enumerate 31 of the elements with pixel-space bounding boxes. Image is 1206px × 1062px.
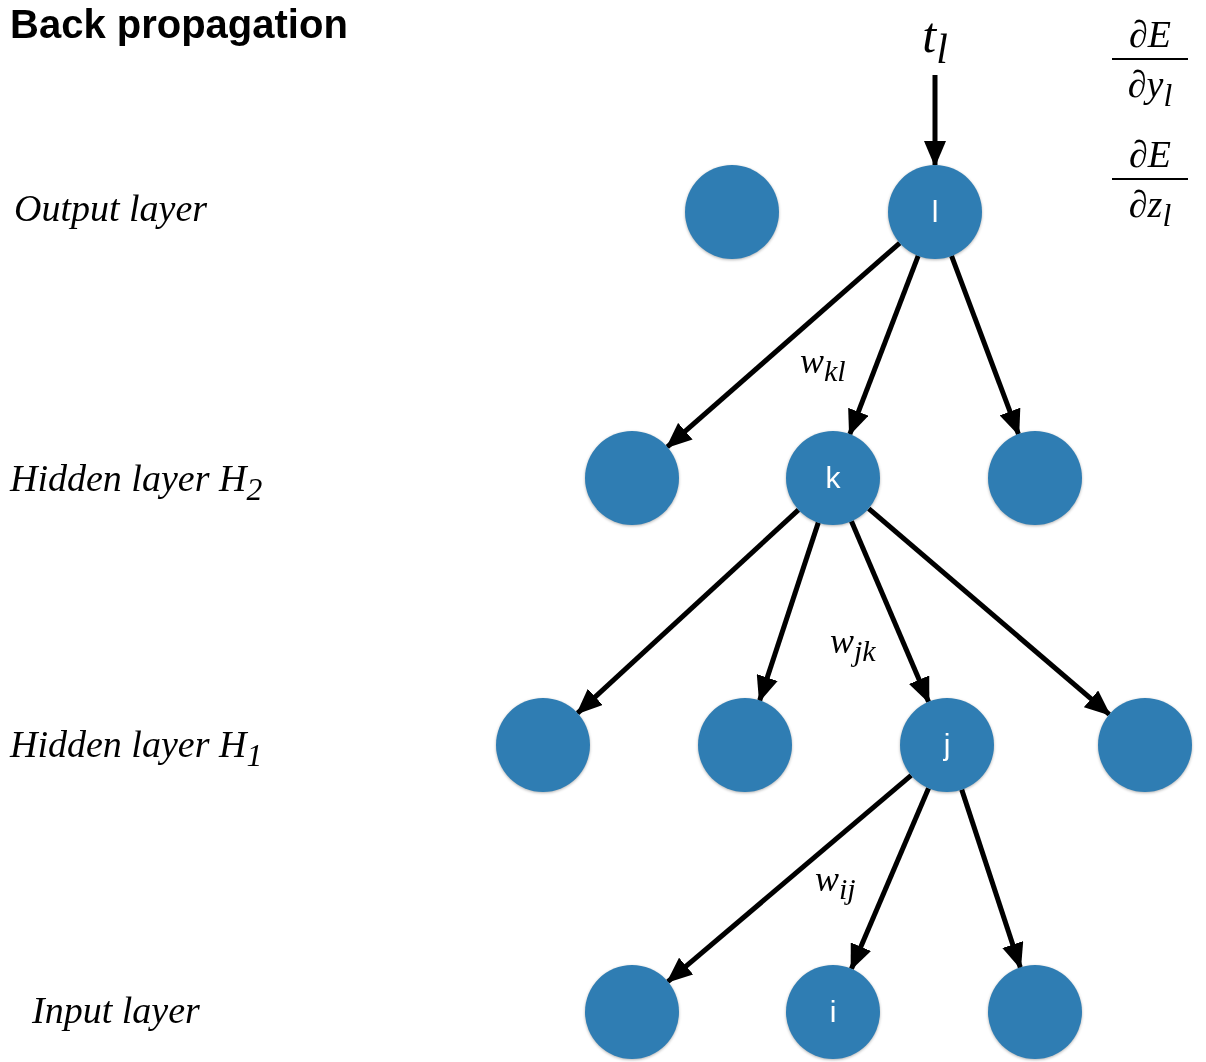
weight-label: w$_{ij}$ xyxy=(815,858,856,907)
arrow xyxy=(867,506,1111,717)
neuron-circle xyxy=(496,698,590,792)
layer-label: Hidden layer H$_{2}$ xyxy=(10,456,263,508)
weight-label: w$_{jk}$ xyxy=(830,620,876,669)
arrow xyxy=(756,521,821,703)
fraction-denominator: ∂y$_{l}$ xyxy=(1127,62,1173,115)
neuron-circle: k xyxy=(786,431,880,525)
arrow xyxy=(959,788,1024,970)
arrow xyxy=(847,255,921,436)
fraction-numerator: ∂E xyxy=(1129,12,1171,56)
title: Back propagation xyxy=(10,1,348,48)
arrow xyxy=(849,787,931,971)
arrow xyxy=(575,508,801,715)
layer-label: Output layer xyxy=(14,186,208,230)
layer-label: Input layer xyxy=(32,988,200,1032)
layer-label: Hidden layer H$_{1}$ xyxy=(10,722,263,774)
fraction-numerator: ∂E xyxy=(1129,132,1171,176)
neuron-circle: j xyxy=(900,698,994,792)
neuron-circle: i xyxy=(786,965,880,1059)
neuron-circle xyxy=(585,965,679,1059)
neuron-circle: l xyxy=(888,165,982,259)
arrow xyxy=(666,773,913,984)
arrow xyxy=(665,241,902,449)
target-label: t$_{l}$ xyxy=(922,9,948,71)
arrow xyxy=(924,75,946,167)
neuron-circle xyxy=(585,431,679,525)
fraction-denominator: ∂z$_{l}$ xyxy=(1128,182,1172,235)
weight-label: w$_{kl}$ xyxy=(800,340,846,389)
arrow xyxy=(849,520,931,704)
arrow xyxy=(949,255,1021,436)
